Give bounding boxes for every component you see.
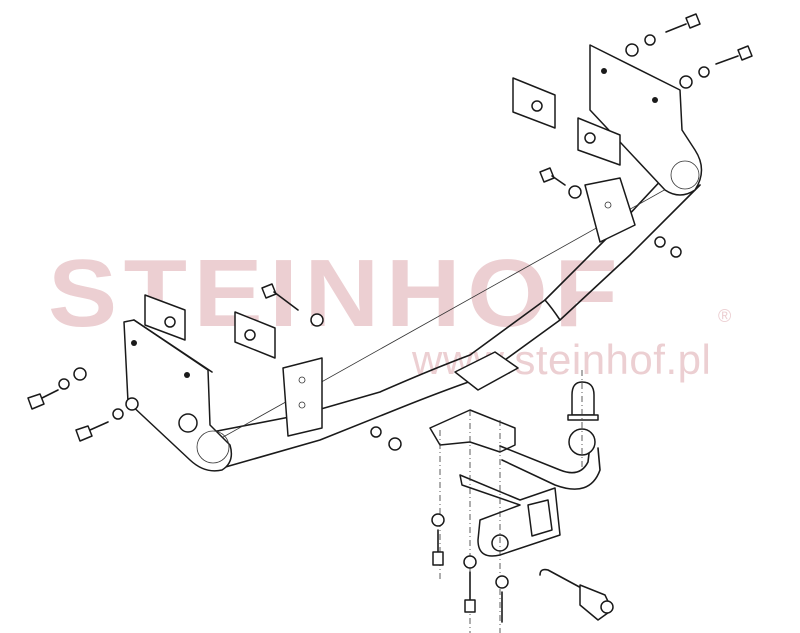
left-bolts <box>27 367 139 442</box>
center-brackets <box>282 177 636 437</box>
left-clamp-plates <box>144 294 276 359</box>
registered-trademark-symbol: ® <box>718 306 732 326</box>
top-left-bolt <box>261 283 324 327</box>
left-mounting-plate <box>123 319 233 472</box>
right-clamp-plates <box>512 77 621 166</box>
electrical-socket-with-cable <box>539 568 614 621</box>
center-nuts <box>370 426 402 451</box>
socket-plate <box>459 474 561 557</box>
right-mounting-plate <box>589 44 703 196</box>
top-right-bolts <box>539 13 753 258</box>
bottom-bolts <box>431 410 509 633</box>
tow-neck-with-ball <box>429 370 601 490</box>
